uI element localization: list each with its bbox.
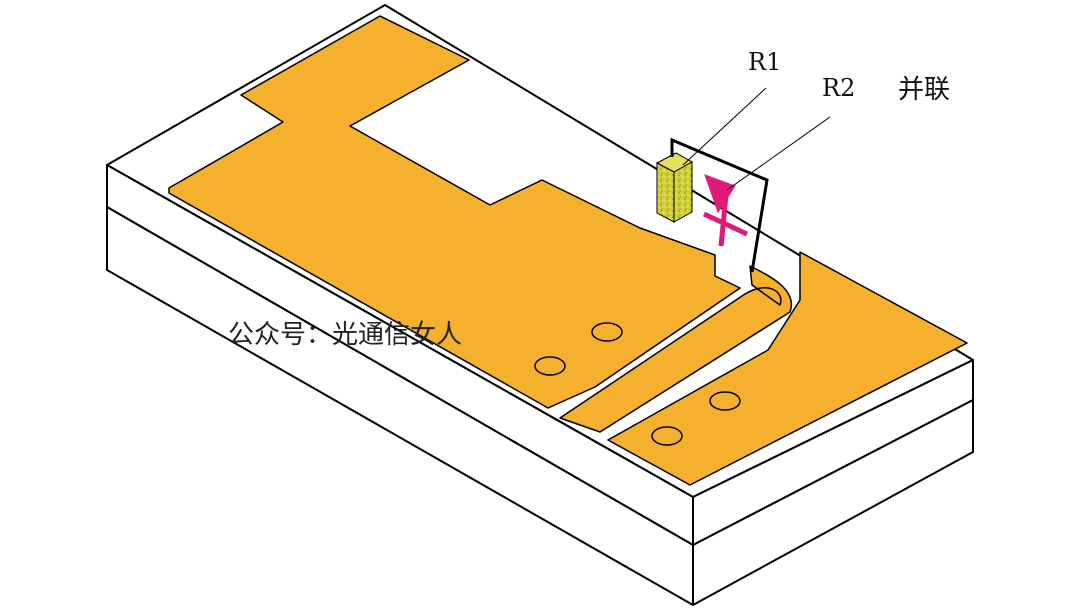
parallel-wire [670, 137, 769, 273]
diode-symbol-icon [702, 174, 749, 247]
via-hole [591, 322, 623, 342]
resistor-block-icon [655, 152, 694, 223]
via-hole [534, 356, 566, 376]
signal-trace [559, 265, 793, 433]
substrate-lower-right-side [692, 399, 974, 606]
r2-label: R2 [822, 74, 855, 102]
right-metal-pad [607, 251, 968, 486]
via-hole [709, 391, 741, 411]
parallel-label: 并联 [898, 75, 950, 105]
r1-leader-line [682, 87, 767, 166]
main-metal-pad [168, 15, 741, 409]
r1-label: R1 [748, 48, 781, 76]
via-hole [651, 426, 683, 446]
via-holes [534, 322, 741, 446]
watermark-text: 公众号：光通信女人 [228, 320, 462, 350]
r2-leader-line [726, 116, 831, 191]
